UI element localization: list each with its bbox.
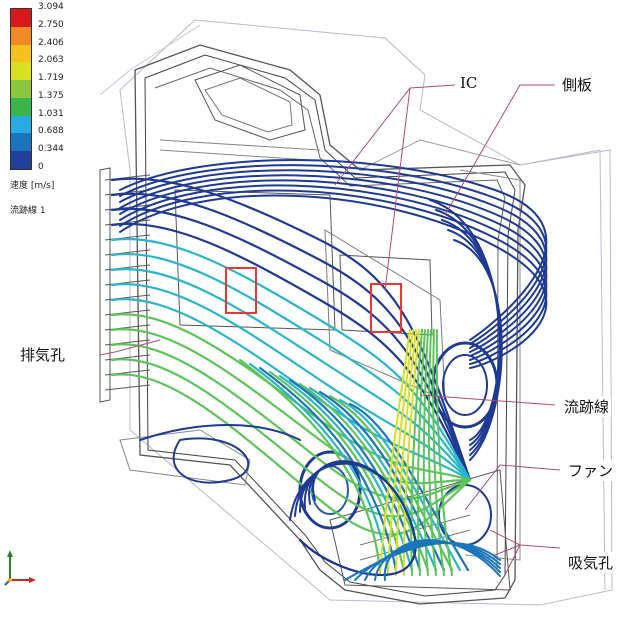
legend-tick-label: 1.375 <box>38 90 64 101</box>
legend-tick-label: 2.406 <box>38 37 64 48</box>
axis-triad-icon <box>4 550 36 586</box>
streamline-path <box>110 207 472 482</box>
callout-streamline: 流跡線 <box>562 396 612 417</box>
streamline-path <box>248 362 390 572</box>
streamline-path <box>110 298 472 482</box>
legend-tick-label: 0.344 <box>38 144 64 155</box>
enclosure-wireframe <box>99 19 613 606</box>
streamline-path <box>288 378 422 572</box>
legend-color-bar <box>10 8 32 170</box>
streamline-path <box>110 343 472 500</box>
streamline-path <box>379 329 411 576</box>
streamline-path <box>364 541 501 581</box>
legend-segment <box>11 97 31 116</box>
streamline-path <box>110 283 472 482</box>
streamline-path <box>374 540 501 581</box>
callout-intake-holes: 吸気孔 <box>566 552 616 573</box>
callout-leaders <box>99 84 561 576</box>
legend-segment <box>11 115 31 134</box>
legend-unit-label: 速度 [m/s] <box>10 181 55 191</box>
streamline-path <box>278 374 414 572</box>
streamline-path <box>344 541 501 581</box>
legend-tick-label: 3.094 <box>38 2 64 12</box>
streamline-path <box>328 394 454 572</box>
legend-tick-label: 1.719 <box>38 73 64 84</box>
legend-segment <box>11 62 31 81</box>
callout-exhaust-holes: 排気孔 <box>18 344 68 365</box>
streamline-path <box>318 390 446 572</box>
ic-box-1 <box>225 267 257 314</box>
streamline-path <box>338 398 462 572</box>
legend-tick-label: 1.031 <box>38 108 64 119</box>
streamline-path <box>432 329 445 576</box>
streamline-path <box>427 329 437 576</box>
legend-segment <box>11 133 31 152</box>
legend-segment <box>11 151 31 169</box>
streamlines <box>110 159 548 581</box>
streamline-path <box>435 329 453 576</box>
legend-plot-name: 流跡線 1 <box>10 206 46 216</box>
legend-tick-label: 2.750 <box>38 19 64 30</box>
streamline-path <box>387 329 414 576</box>
streamline-path <box>172 437 250 484</box>
streamline-path <box>119 159 548 341</box>
streamline-path <box>110 328 472 485</box>
legend-segment <box>11 9 31 27</box>
callout-fan: ファン <box>566 460 616 481</box>
legend-segment <box>11 26 31 45</box>
velocity-legend: 3.094 2.750 2.406 2.063 1.719 1.375 1.031 0.688… <box>4 2 104 216</box>
streamline-path <box>354 541 501 581</box>
legend-tick-label: 2.063 <box>38 55 64 66</box>
legend-tick-label: 0 <box>38 162 44 172</box>
streamline-path <box>383 539 501 581</box>
streamline-path <box>395 329 417 576</box>
streamline-path <box>110 268 472 482</box>
legend-tick-label: 0.688 <box>38 126 64 137</box>
streamline-path <box>447 229 502 456</box>
streamline-path <box>238 358 382 572</box>
legend-segment <box>11 80 31 98</box>
streamline-path <box>119 194 548 369</box>
callout-side-plate: 側板 <box>560 74 595 95</box>
callout-ic: IC <box>458 74 480 92</box>
streamline-path <box>268 370 406 572</box>
streamline-path <box>139 424 301 441</box>
streamline-path <box>110 358 472 518</box>
streamline-path <box>119 169 548 349</box>
streamline-path <box>119 179 548 357</box>
streamline-path <box>119 164 548 345</box>
streamline-path <box>308 386 438 572</box>
streamline-path <box>453 239 503 461</box>
streamline-path <box>119 174 548 353</box>
streamline-path <box>119 189 548 365</box>
streamline-path <box>119 184 548 361</box>
legend-segment <box>11 44 31 63</box>
streamline-path <box>299 460 417 576</box>
streamline-path <box>258 366 398 572</box>
